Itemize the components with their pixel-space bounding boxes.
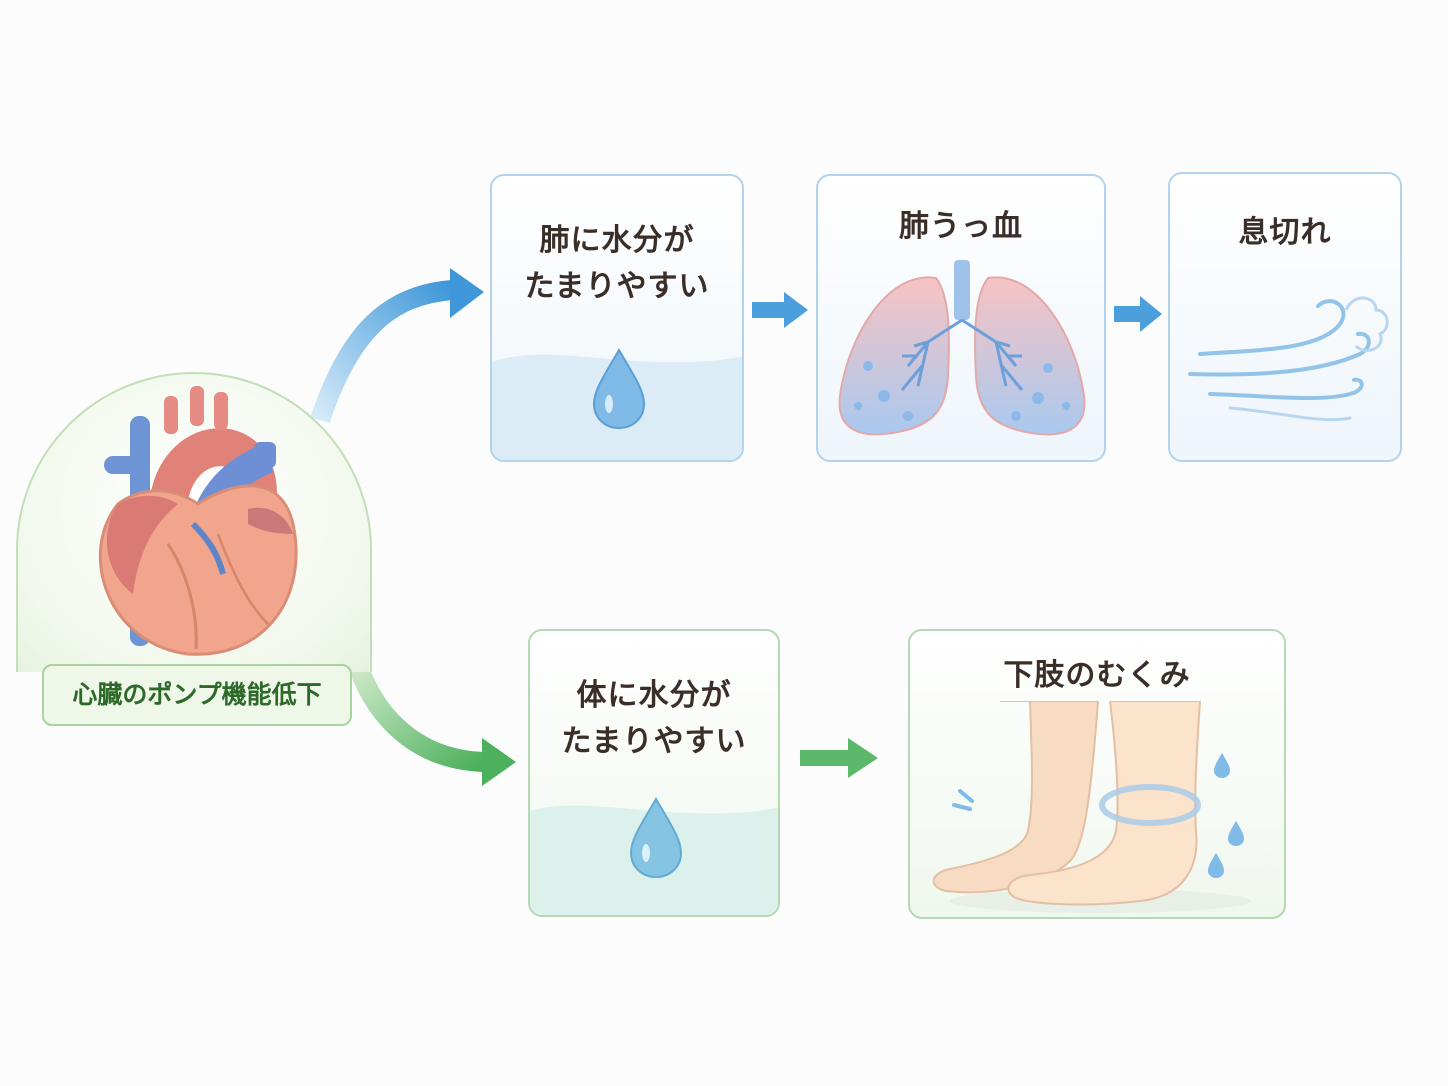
step-leg-edema-label: 下肢のむくみ [1003, 658, 1191, 693]
step-shortness-of-breath: 息切れ [1168, 172, 1402, 462]
step-lung-fluid-label: 肺に水分が たまりやすい [524, 223, 710, 304]
step-body-fluid: 体に水分が たまりやすい [528, 629, 780, 917]
curved-arrow-down [342, 642, 516, 786]
step-leg-edema: 下肢のむくみ [908, 629, 1286, 919]
water-drop-icon [492, 347, 742, 460]
water-drop-icon [530, 797, 778, 915]
step-shortness-of-breath-label: 息切れ [1238, 215, 1332, 250]
swollen-feet-icon [932, 701, 1250, 913]
lungs-icon [838, 260, 1086, 436]
curved-arrow-up [310, 268, 484, 424]
breath-wind-icon [1188, 296, 1389, 422]
step-body-fluid-label: 体に水分が たまりやすい [561, 678, 747, 759]
heart-icon [98, 386, 298, 656]
arrow-right-3 [800, 738, 878, 778]
step-pulmonary-congestion: 肺うっ血 [816, 174, 1106, 462]
heart-panel [16, 372, 372, 672]
step-lung-fluid: 肺に水分が たまりやすい [490, 174, 744, 462]
step-pulmonary-congestion-label: 肺うっ血 [899, 209, 1023, 244]
arrow-right-2 [1114, 296, 1162, 332]
cause-label: 心臓のポンプ機能低下 [42, 664, 352, 726]
arrow-right-1 [752, 292, 808, 328]
